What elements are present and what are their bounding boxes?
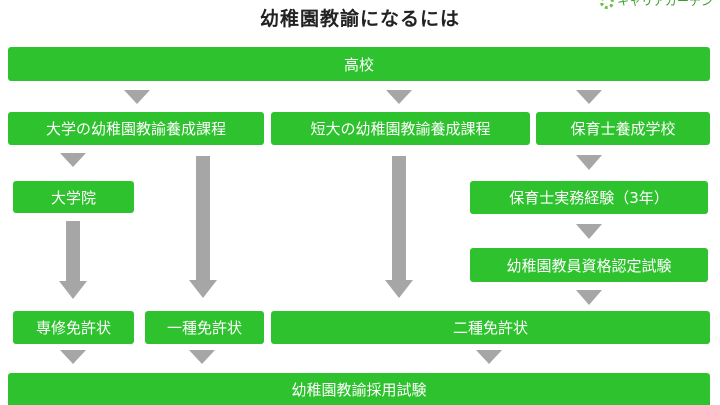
node-graduate-school: 大学院: [13, 181, 134, 213]
node-nursery-school: 保育士養成学校: [536, 112, 710, 145]
logo-icon: [600, 0, 614, 9]
arrow-highschool-to-juniorcollege: [386, 90, 412, 104]
arrow-first-to-exam: [189, 350, 215, 364]
node-high-school: 高校: [8, 47, 710, 81]
arrow-specialized-to-exam: [60, 350, 86, 364]
node-specialized-license: 専修免許状: [13, 311, 134, 344]
arrow-juniorcollege-to-second-license: [385, 156, 413, 298]
arrow-university-to-first-license: [189, 156, 217, 298]
brand-logo: キャリアガーデン: [600, 0, 713, 10]
arrow-highschool-to-nursery: [576, 90, 602, 104]
node-junior-college-course: 短大の幼稚園教諭養成課程: [271, 112, 530, 145]
page-title: 幼稚園教諭になるには: [259, 8, 460, 30]
node-nursery-experience: 保育士実務経験（3年）: [470, 181, 708, 214]
arrow-university-to-graduate: [60, 153, 86, 167]
node-second-class-license: 二種免許状: [271, 311, 710, 344]
arrow-test-to-second-license: [576, 290, 602, 305]
logo-text: キャリアガーデン: [617, 0, 714, 8]
node-university-course: 大学の幼稚園教諭養成課程: [8, 112, 264, 145]
arrow-experience-to-test: [576, 224, 602, 239]
node-qualification-test: 幼稚園教員資格認定試験: [470, 248, 708, 282]
arrow-highschool-to-university: [124, 90, 150, 104]
arrow-nursery-to-experience: [576, 155, 602, 170]
arrow-graduate-to-specialized: [59, 221, 87, 299]
arrow-second-to-exam: [476, 350, 502, 364]
node-first-class-license: 一種免許状: [145, 311, 264, 344]
node-employment-exam: 幼稚園教諭採用試験: [8, 373, 710, 405]
